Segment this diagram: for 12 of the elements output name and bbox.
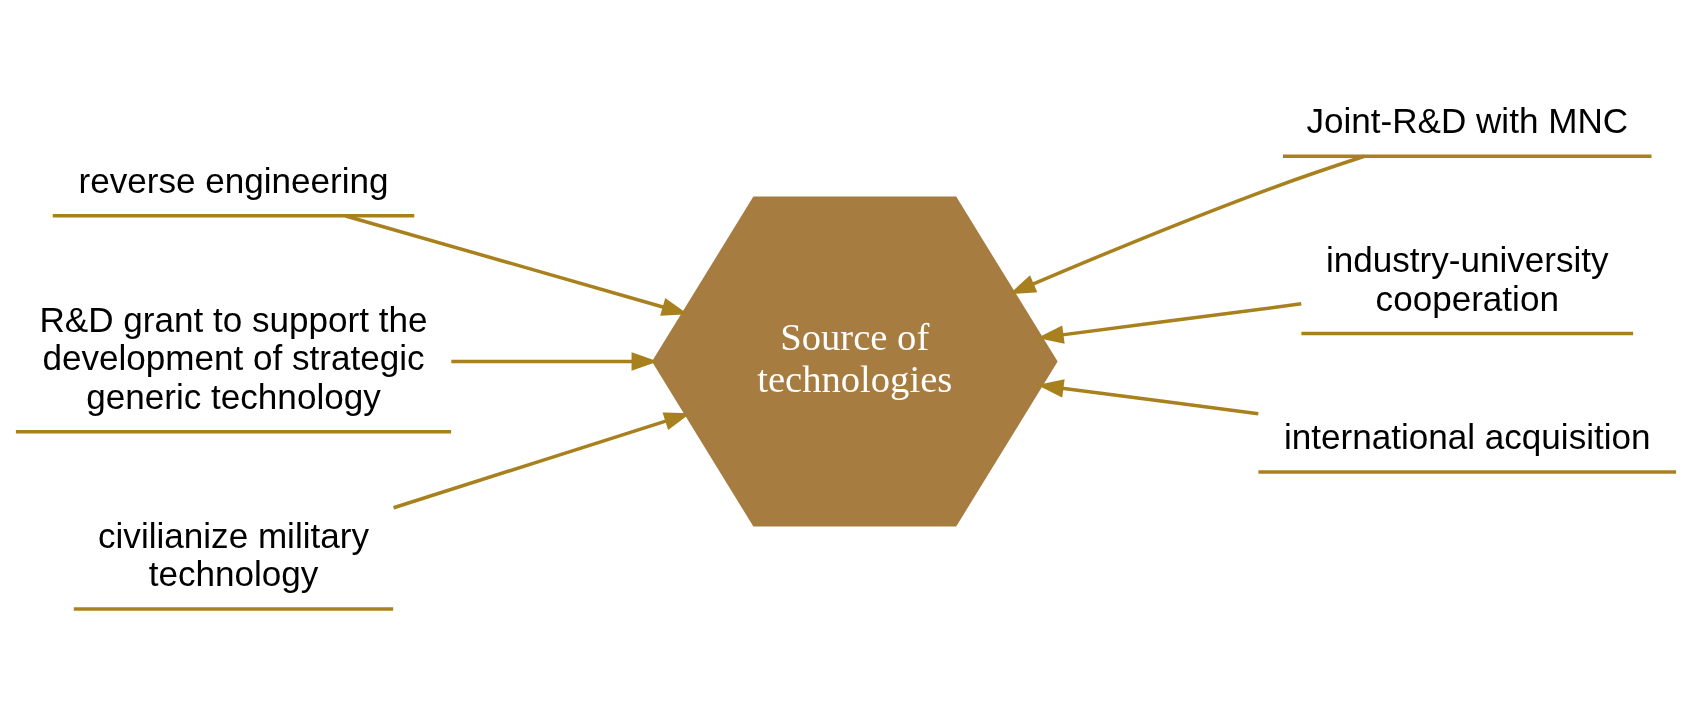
node-text: Joint-R&D with MNC (1306, 100, 1629, 140)
node-text: industry-university cooperation (1325, 239, 1609, 318)
node-text: R&D grant to support the development of strategic generic technology (39, 299, 428, 416)
arrow (451, 351, 658, 371)
node-text: reverse engineering (78, 160, 389, 200)
arrow (1009, 154, 1365, 294)
arrow (1037, 301, 1302, 344)
node-text: international acquisition (1283, 416, 1651, 456)
node-text: civilianize military technology (98, 515, 369, 593)
arrow (345, 213, 689, 316)
arrow (393, 411, 691, 509)
arrow (1037, 378, 1259, 415)
